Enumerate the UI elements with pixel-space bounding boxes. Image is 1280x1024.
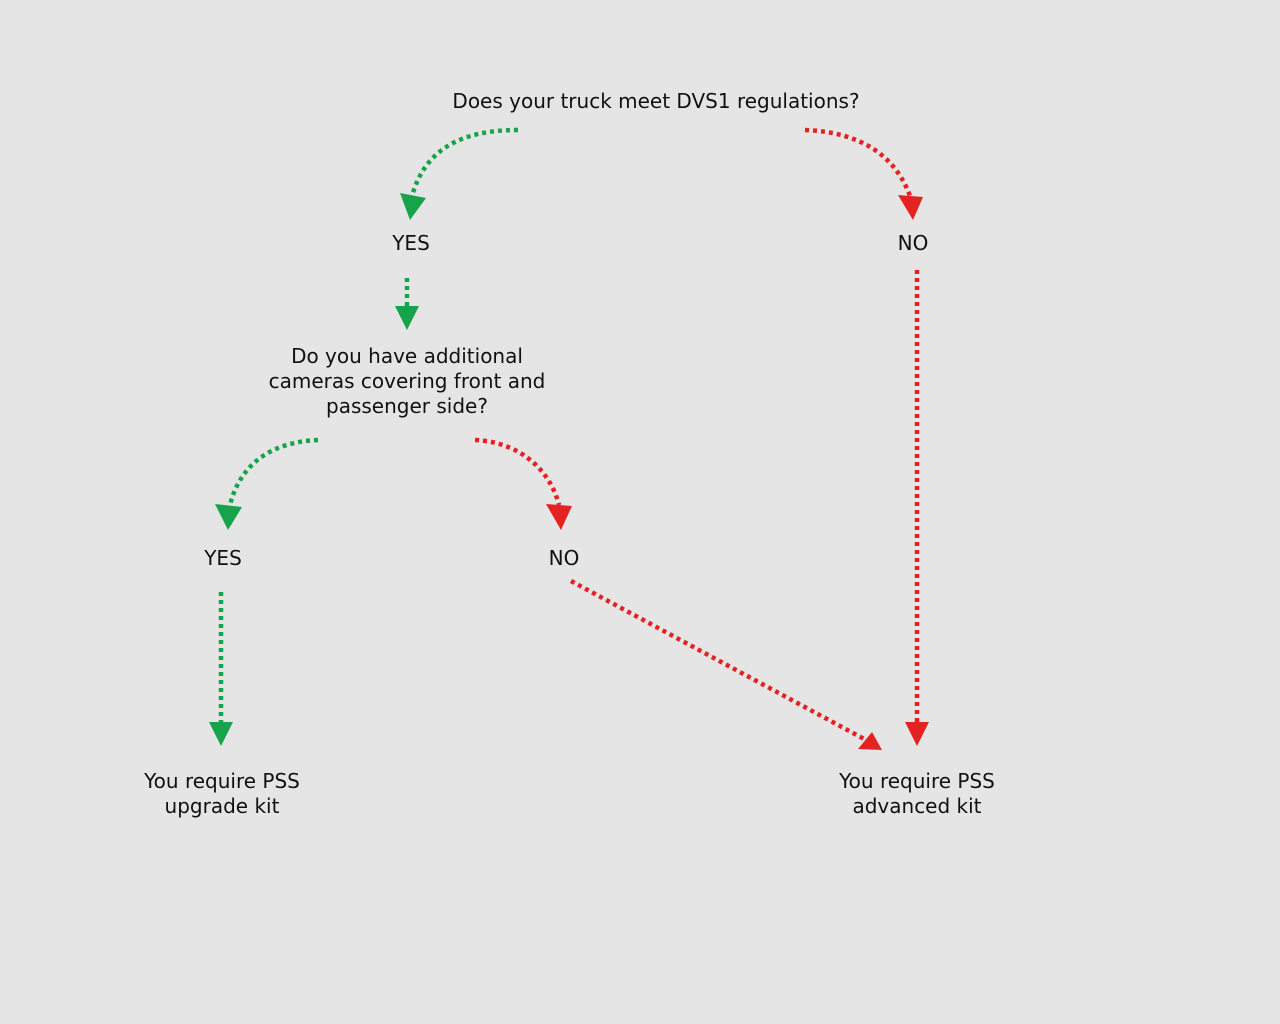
arrowhead-advanced-diagonal [858,732,882,750]
arrow-q1-to-no [804,127,913,197]
arrowhead-q2-yes [215,504,242,530]
answer-no-cameras: NO [548,546,580,570]
arrowhead-q2-entry [395,306,419,330]
arrow-no-to-advanced [569,579,868,742]
question-additional-cameras: Do you have additional cameras covering … [268,344,546,418]
answer-yes-cameras: YES [204,546,242,570]
answer-no-dvs1: NO [897,231,929,255]
question-dvs1: Does your truck meet DVS1 regulations? [452,89,860,113]
outcome-upgrade-kit: You require PSS upgrade kit [144,769,300,818]
arrowhead-upgrade [209,722,233,746]
arrowhead-q2-no [546,504,572,530]
arrowhead-q1-yes [400,193,426,220]
arrow-q2-to-yes [227,437,319,506]
arrowhead-advanced-vertical [905,722,929,746]
outcome-advanced-kit: You require PSS advanced kit [839,769,995,818]
arrow-q2-to-no [474,437,562,506]
arrowhead-q1-no [898,195,923,220]
answer-yes-dvs1: YES [392,231,430,255]
arrow-q1-to-yes [409,127,519,197]
